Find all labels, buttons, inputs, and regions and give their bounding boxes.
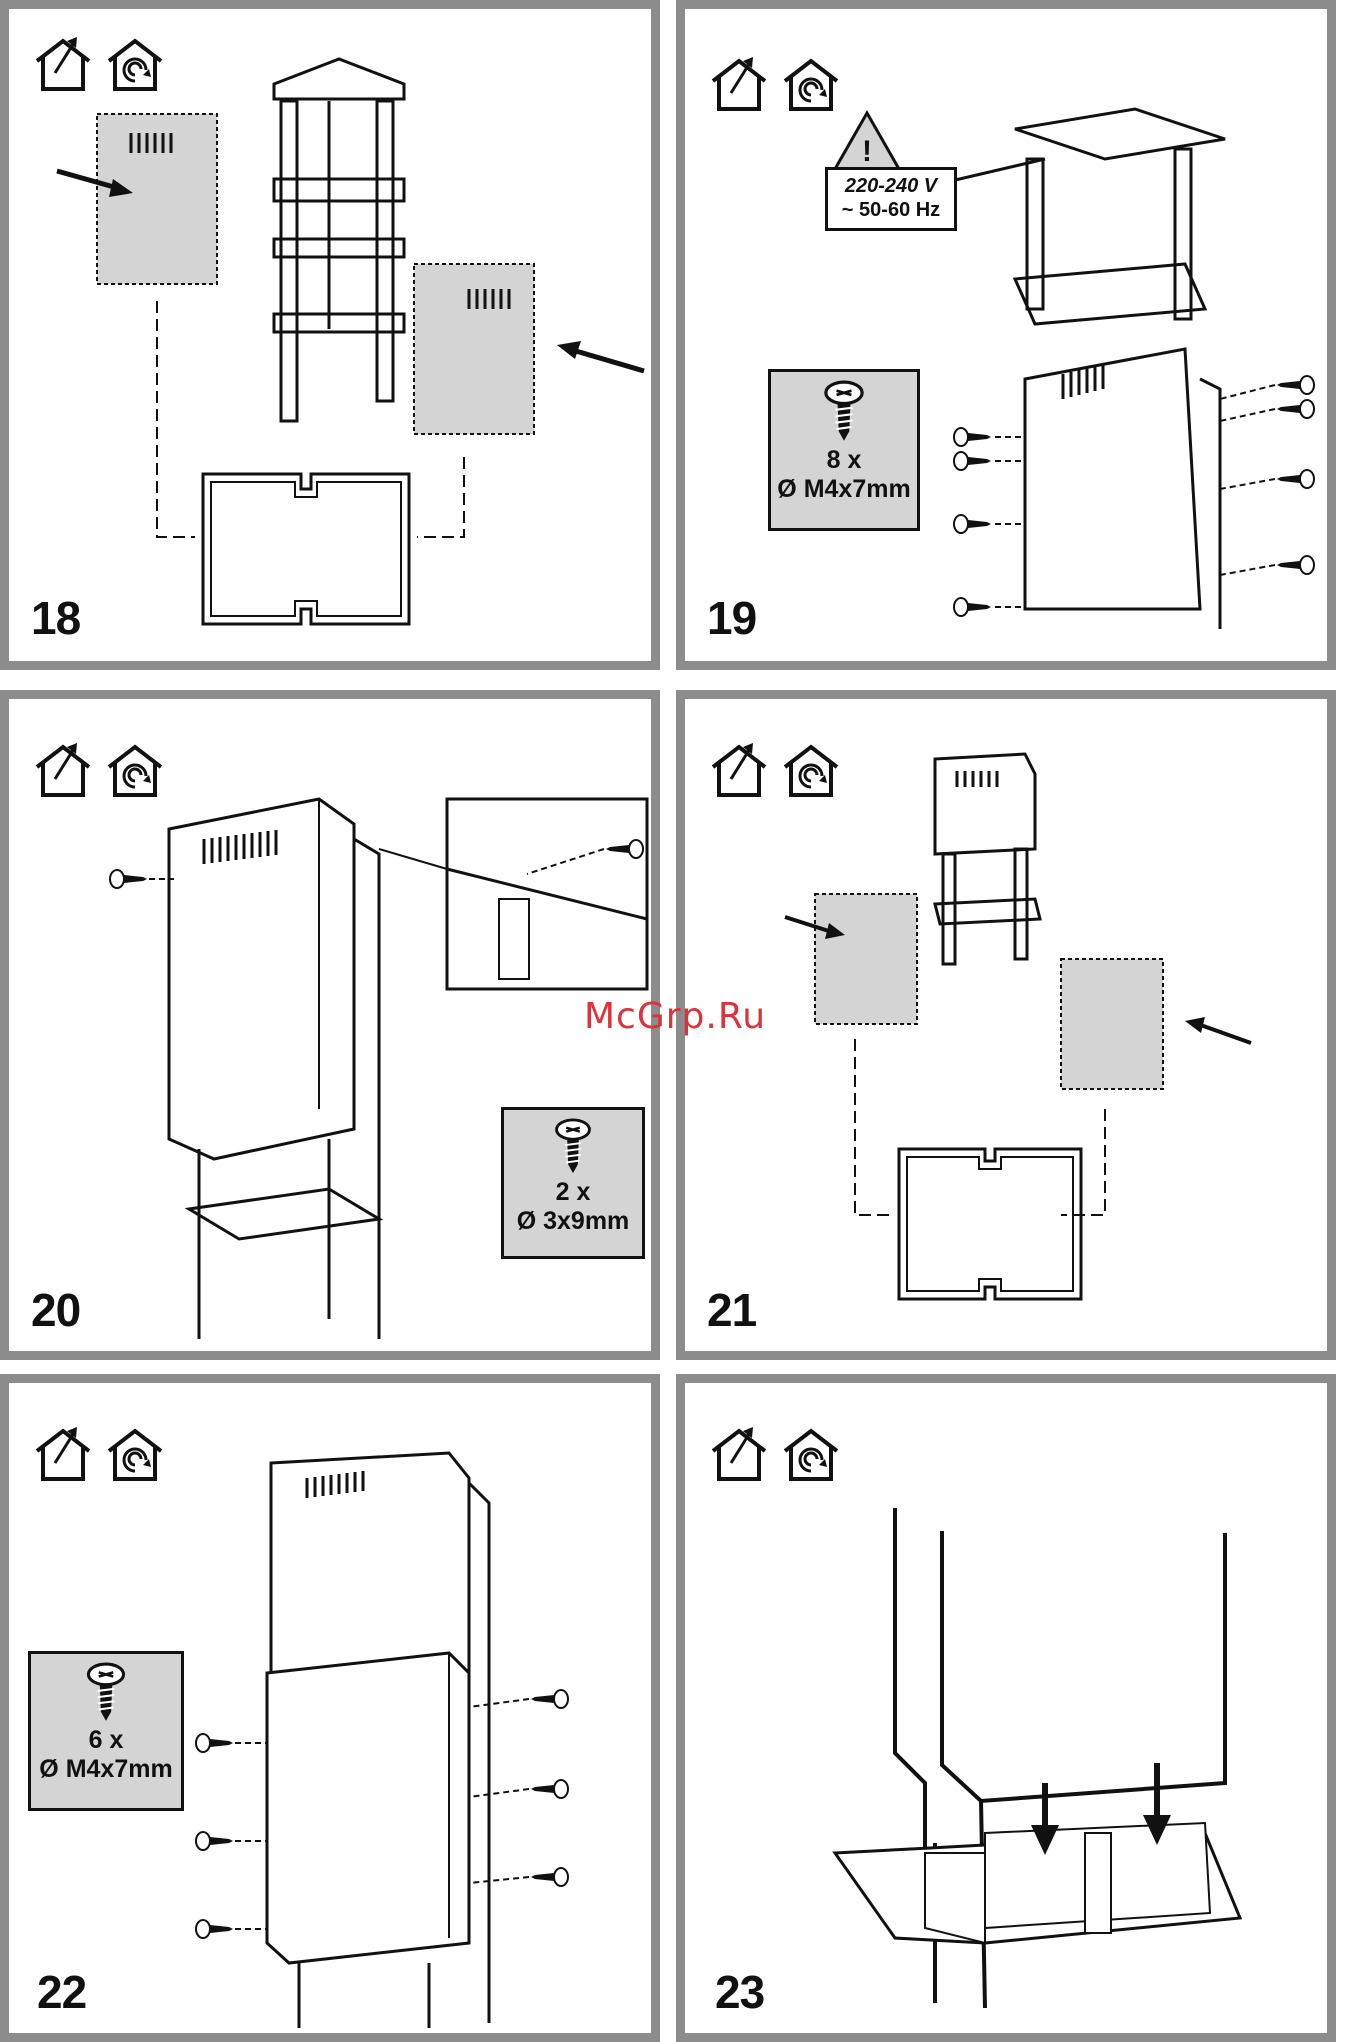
step-21-illustration [685,699,1327,1351]
svg-text:!: ! [862,135,872,168]
step-23-illustration [685,1383,1327,2033]
step-number: 19 [707,591,756,645]
extraction-mode-icon [37,743,89,795]
step-number: 18 [31,591,80,645]
step-number: 20 [31,1283,80,1337]
screw-icon [822,380,866,444]
screw-icon [84,1662,128,1724]
step-panel-22: 6 x Ø M4x7mm 22 [0,1374,660,2042]
step-19-illustration: ! [685,9,1327,661]
step-panel-19: ! 220-240 V ~ 50-60 Hz 8 x [676,0,1336,670]
screw-size: Ø 3x9mm [504,1207,642,1236]
recirculation-mode-icon [785,1431,837,1479]
screw-spec-box-20: 2 x Ø 3x9mm [501,1107,645,1259]
screw-size: Ø M4x7mm [31,1755,181,1784]
screw-icon [553,1118,593,1176]
screw-quantity: 2 x [504,1178,642,1207]
recirculation-mode-icon [785,61,837,109]
screw-spec-box: 8 x Ø M4x7mm [768,369,920,531]
recirculation-mode-icon [785,747,837,795]
screw-size: Ø M4x7mm [771,475,917,504]
extraction-mode-icon [713,743,765,795]
step-panel-18: 18 [0,0,660,670]
recirculation-mode-icon [109,1431,161,1479]
recirculation-mode-icon [109,747,161,795]
extraction-mode-icon [37,1427,89,1479]
step-panel-23: 23 [676,1374,1336,2042]
extraction-mode-icon [713,1427,765,1479]
step-number: 23 [715,1965,764,2019]
extraction-mode-icon [37,37,89,89]
frequency-text: ~ 50-60 Hz [828,198,954,222]
voltage-warning-label: 220-240 V ~ 50-60 Hz [825,167,957,231]
step-18-illustration [9,9,651,661]
extraction-mode-icon [713,57,765,109]
step-panel-21: 21 [676,690,1336,1360]
voltage-text: 220-240 V [828,174,954,198]
screw-quantity: 8 x [771,446,917,475]
screw-quantity: 6 x [31,1726,181,1755]
recirculation-mode-icon [109,41,161,89]
watermark: McGrp.Ru [584,996,766,1037]
step-number: 21 [707,1283,756,1337]
step-number: 22 [37,1965,86,2019]
screw-spec-box: 6 x Ø M4x7mm [28,1651,184,1811]
step-panel-20: 2 x Ø 3x9mm 20 [0,690,660,1360]
